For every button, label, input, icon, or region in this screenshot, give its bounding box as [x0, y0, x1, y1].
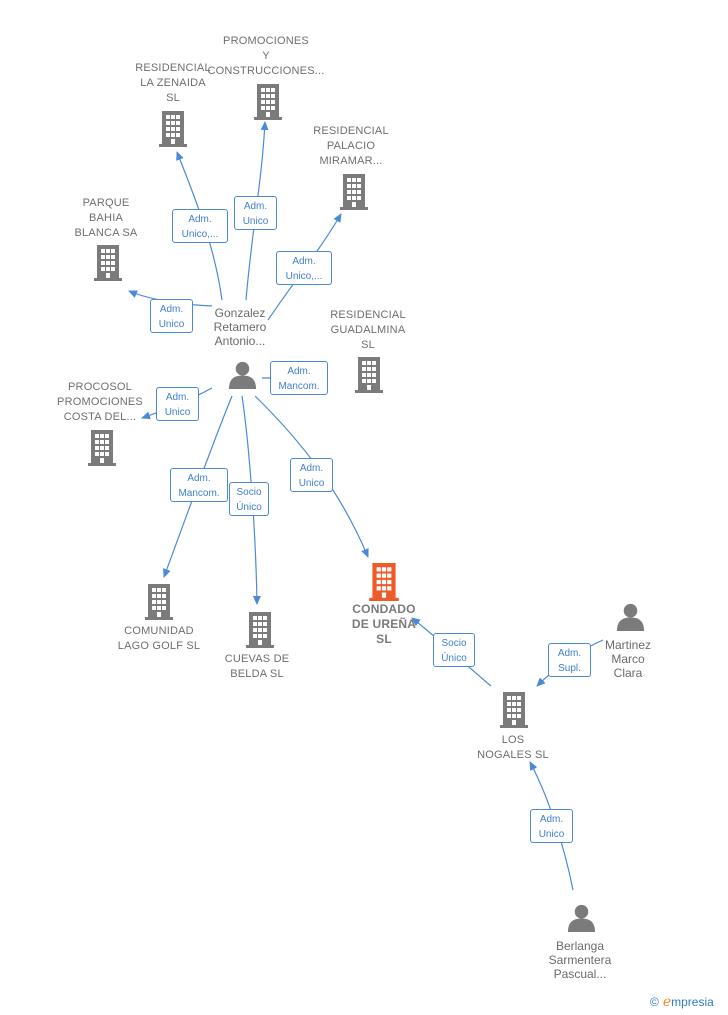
- brand-name: mpresia: [671, 995, 714, 1009]
- building-icon-guadalmina: [355, 357, 383, 393]
- building-icon-condado: [369, 563, 399, 601]
- building-icon-nogales: [500, 692, 528, 728]
- company-label-condado[interactable]: CONDADO DE UREÑA SL: [351, 602, 417, 646]
- copyright-symbol: ©: [650, 995, 659, 1009]
- edge-label-to-parque: Adm. Unico: [150, 299, 193, 333]
- person-label-martinez[interactable]: Martinez Marco Clara: [604, 638, 651, 680]
- edge-label-to-condado: Adm. Unico: [290, 458, 333, 492]
- person-icon-berlanga: [567, 904, 596, 932]
- company-label-procosol[interactable]: PROCOSOL PROMOCIONES COSTA DEL...: [57, 381, 143, 423]
- brand-initial: e: [662, 994, 672, 1010]
- building-icon-zenaida: [159, 111, 187, 147]
- person-label-gonzalez[interactable]: Gonzalez Retamero Antonio...: [213, 306, 267, 348]
- company-label-guadalmina[interactable]: RESIDENCIAL GUADALMINA SL: [330, 309, 406, 351]
- company-label-comunidad[interactable]: COMUNIDAD LAGO GOLF SL: [117, 625, 201, 652]
- empresia-logo: ©empresia: [650, 994, 714, 1010]
- edge-label-nogales-to-condado: Socio Único: [433, 633, 475, 667]
- building-icon-palacio: [340, 174, 368, 210]
- company-label-promociones[interactable]: PROMOCIONES Y CONSTRUCCIONES...: [207, 35, 325, 77]
- person-icon-martinez: [616, 603, 645, 631]
- edge-label-to-guadalmina: Adm. Mancom.: [270, 361, 328, 395]
- edge-label-to-promociones: Adm. Unico: [234, 196, 277, 230]
- edge-label-to-palacio: Adm. Unico,...: [276, 251, 332, 285]
- building-icon-cuevas: [246, 612, 274, 648]
- building-icon-comunidad: [145, 584, 173, 620]
- company-label-parque[interactable]: PARQUE BAHIA BLANCA SA: [74, 197, 138, 239]
- edge-label-martinez-to-nogales: Adm. Supl.: [548, 643, 591, 677]
- company-label-palacio[interactable]: RESIDENCIAL PALACIO MIRAMAR...: [313, 125, 389, 167]
- person-icon-gonzalez: [228, 361, 257, 389]
- edge-label-to-comunidad: Adm. Mancom.: [170, 468, 228, 502]
- edge-label-to-zenaida: Adm. Unico,...: [172, 209, 228, 243]
- edge-label-berlanga-to-nogales: Adm. Unico: [530, 809, 573, 843]
- person-label-berlanga[interactable]: Berlanga Sarmentera Pascual...: [548, 939, 612, 981]
- building-icon-promociones: [254, 84, 282, 120]
- building-icon-procosol: [88, 430, 116, 466]
- building-icon-parque: [94, 245, 122, 281]
- company-label-zenaida[interactable]: RESIDENCIAL LA ZENAIDA SL: [135, 62, 211, 104]
- company-label-cuevas[interactable]: CUEVAS DE BELDA SL: [224, 653, 290, 680]
- company-label-nogales[interactable]: LOS NOGALES SL: [477, 734, 549, 761]
- edge-label-to-cuevas: Socio Único: [229, 482, 269, 516]
- edge-label-to-procosol: Adm. Unico: [156, 387, 199, 421]
